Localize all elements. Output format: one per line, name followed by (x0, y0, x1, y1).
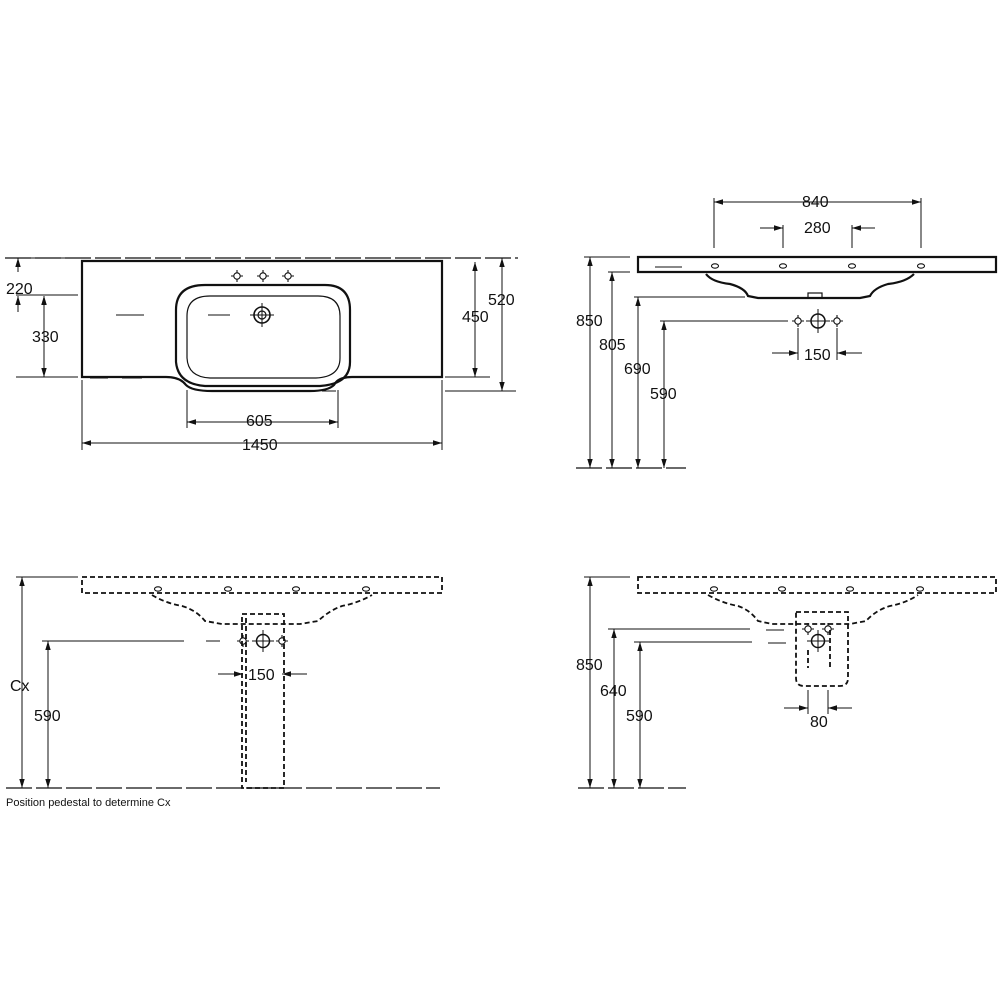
valve-icon (801, 622, 815, 636)
top-view: 220 330 450 520 605 1450 (5, 257, 518, 454)
basin-slab-hidden (81, 576, 443, 594)
dim-850-label: 850 (576, 313, 603, 330)
dim-690-label: 690 (624, 361, 651, 378)
tap-hole-icon (230, 269, 244, 283)
basin-slab-hidden (637, 576, 997, 594)
dim-590-label: 590 (34, 708, 61, 725)
side-view: 840 280 850 805 690 590 150 (576, 194, 998, 469)
mounting-hole-icon (915, 586, 925, 592)
dim-80-label: 80 (810, 714, 828, 731)
dim-590-label: 590 (626, 708, 653, 725)
pedestal-outline (241, 613, 285, 789)
basin-slab (636, 255, 998, 274)
dim-520-label: 520 (488, 292, 515, 309)
tap-hole-icon (256, 269, 270, 283)
drain-outlet-icon (806, 309, 830, 333)
bowl-outer (174, 283, 352, 388)
mounting-hole-icon (916, 263, 926, 269)
valve-icon (236, 634, 250, 648)
dim-605-label: 605 (246, 413, 273, 430)
mounting-hole-icon (777, 586, 787, 592)
mounting-hole-icon (847, 263, 857, 269)
mounting-hole-icon (223, 586, 233, 592)
mounting-hole-icon (291, 586, 301, 592)
dim-805-label: 805 (599, 337, 626, 354)
mounting-hole-icon (361, 586, 371, 592)
mounting-hole-icon (778, 263, 788, 269)
valve-icon (830, 314, 844, 328)
dim-450-label: 450 (462, 309, 489, 326)
mounting-hole-icon (710, 263, 720, 269)
dim-150-label: 150 (804, 347, 831, 364)
drain-outlet-icon (252, 630, 274, 652)
dim-cx-label: Cx (10, 678, 30, 695)
valve-icon (791, 314, 805, 328)
dim-150-label: 150 (248, 667, 275, 684)
mounting-hole-icon (153, 586, 163, 592)
siphon-cover-outline (795, 611, 849, 687)
dim-640-label: 640 (600, 683, 627, 700)
dim-330-label: 330 (32, 329, 59, 346)
dim-220-label: 220 (6, 281, 33, 298)
mounting-hole-icon (845, 586, 855, 592)
bowl-underside-hidden (707, 594, 919, 625)
drain-outlet-icon (807, 630, 829, 652)
drain-icon (250, 303, 274, 327)
pedestal-view: 150 Cx 590 Position pedestal to determin… (6, 576, 443, 809)
valve-icon (275, 634, 289, 648)
bowl-inner (186, 295, 341, 379)
dim-280-label: 280 (804, 220, 831, 237)
dim-1450-label: 1450 (242, 437, 278, 454)
mounting-hole-icon (709, 586, 719, 592)
dim-840-label: 840 (802, 194, 829, 211)
dim-850-label: 850 (576, 657, 603, 674)
dim-590-label: 590 (650, 386, 677, 403)
siphon-view: 80 850 640 590 (576, 576, 997, 789)
bowl-underside (705, 273, 915, 300)
tap-hole-icon (281, 269, 295, 283)
pedestal-note: Position pedestal to determine Cx (6, 797, 171, 809)
bowl-underside-hidden (151, 594, 373, 625)
